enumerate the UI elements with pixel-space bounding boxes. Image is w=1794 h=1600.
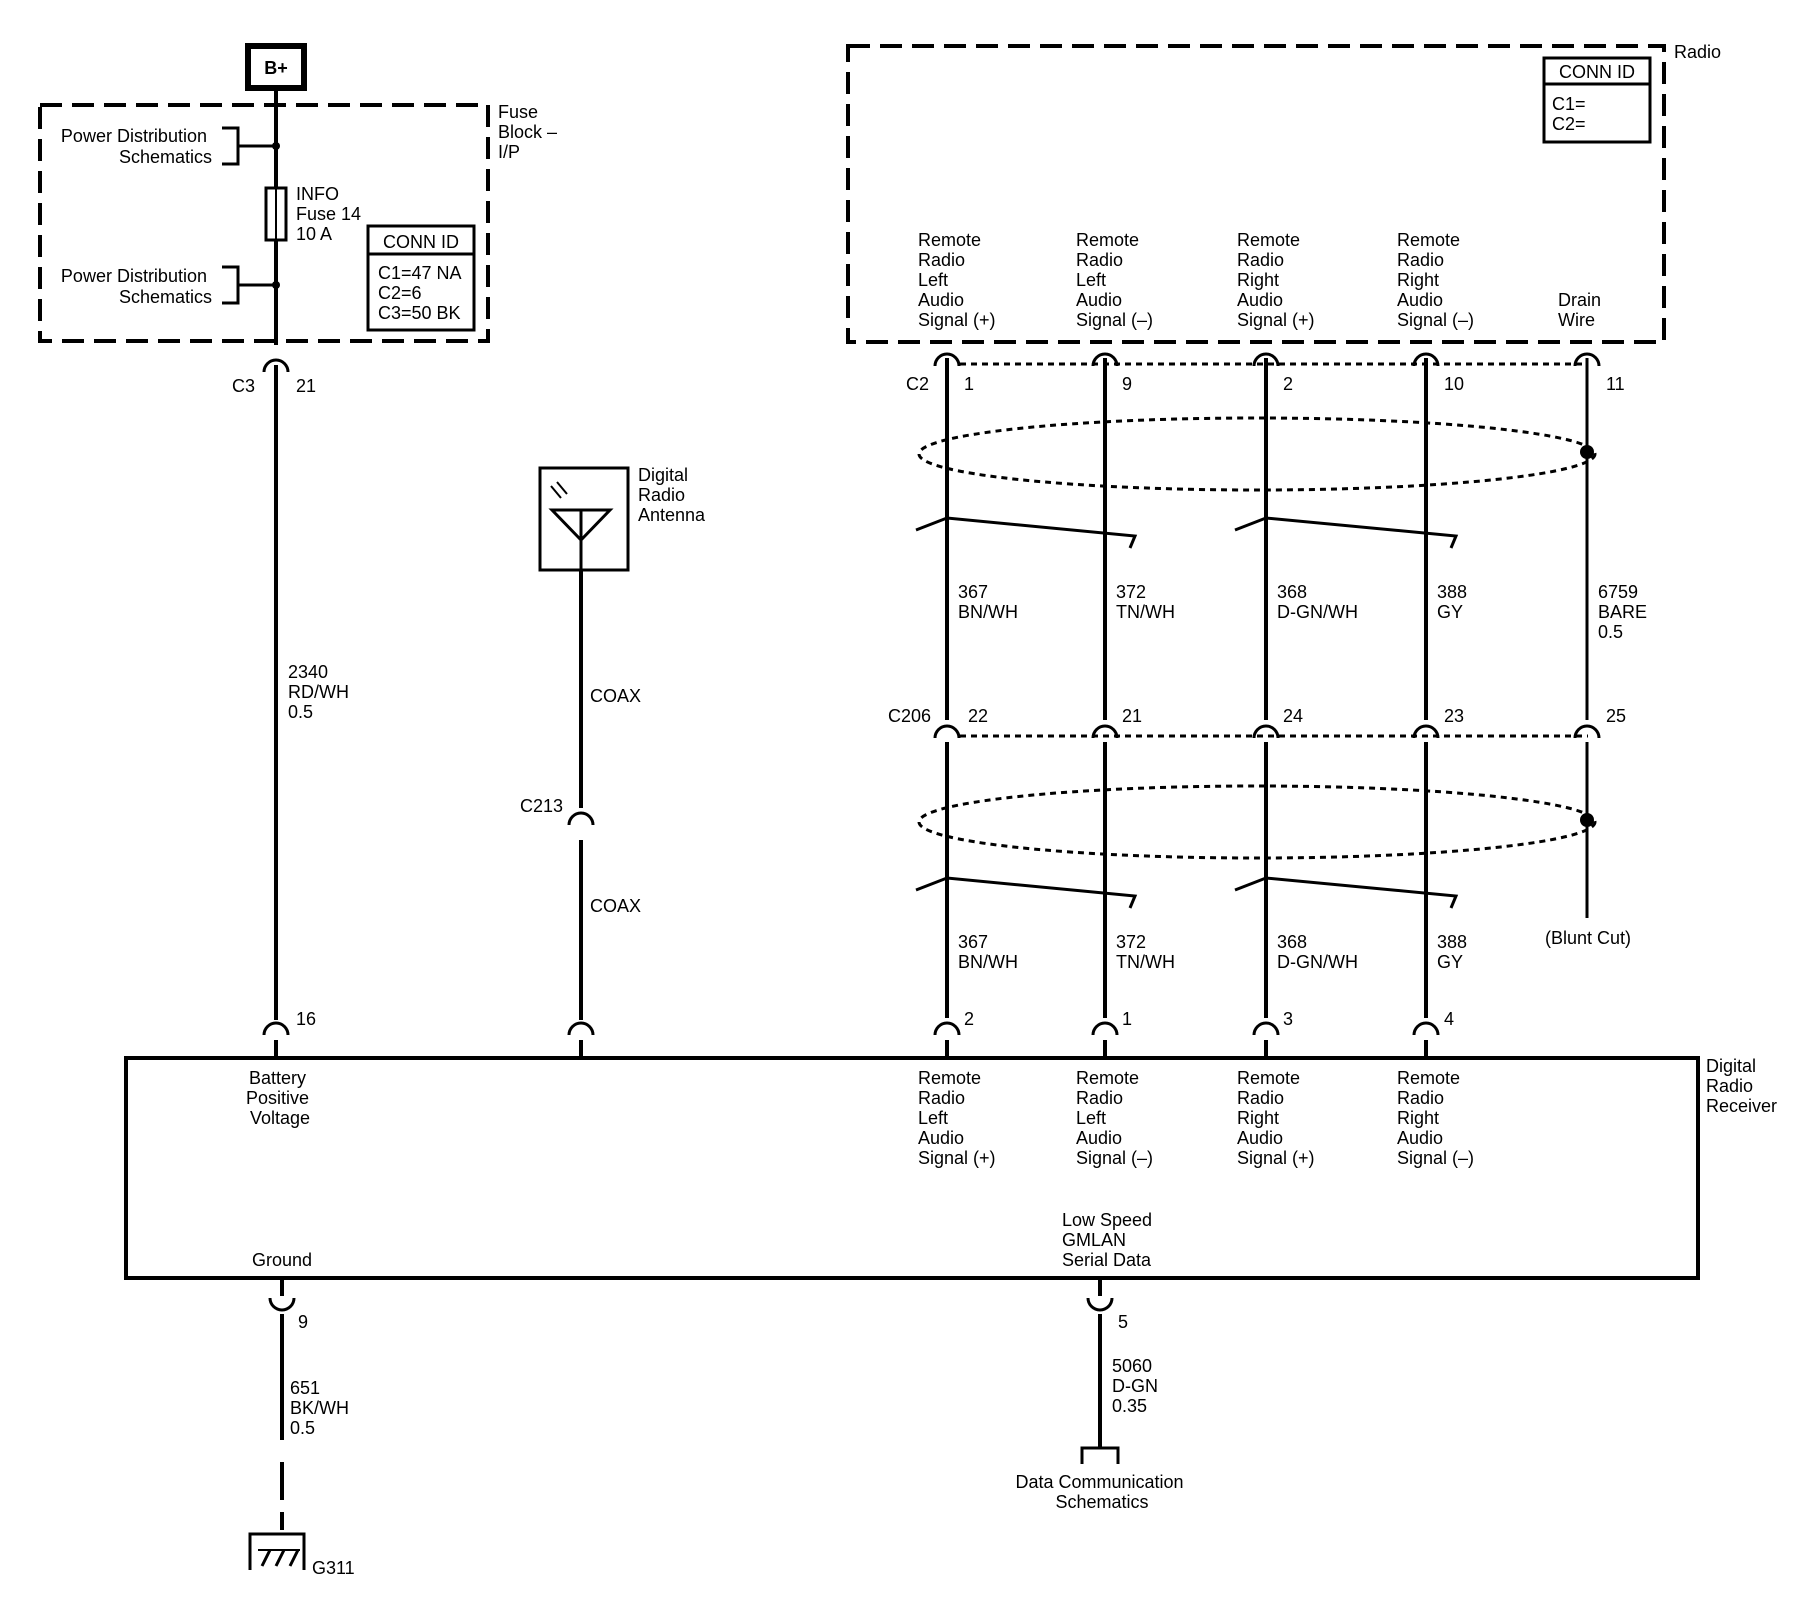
svg-text:25: 25 <box>1606 706 1626 726</box>
connector-c2: C2 1 9 2 10 11 <box>906 352 1625 394</box>
svg-text:C213: C213 <box>520 796 563 816</box>
power-distribution-top[interactable]: Power Distribution Schematics <box>61 126 276 167</box>
svg-text:Power Distribution Sch: Power Distribution Schematics <box>61 126 212 167</box>
ground-circuit: 9 651 BK/WH 0.5 G311 <box>248 1278 355 1578</box>
digital-radio-antenna: Digital Radio Antenna <box>538 465 706 572</box>
svg-text:9: 9 <box>1122 374 1132 394</box>
svg-text:16: 16 <box>296 1009 316 1029</box>
fuse-block-ip: Fuse Block – I/P Power Distribution Sche… <box>38 88 562 345</box>
svg-text:1: 1 <box>964 374 974 394</box>
svg-text:3: 3 <box>1283 1009 1293 1029</box>
svg-text:22: 22 <box>968 706 988 726</box>
lower-wire-run <box>915 742 1597 1018</box>
b-plus-label: B+ <box>264 58 288 78</box>
receiver-data-label: Low Speed GMLAN Serial Data <box>1062 1210 1157 1270</box>
radio-title: Radio <box>1674 42 1721 62</box>
radio-conn-id: CONN ID C1= C2= <box>1542 56 1652 144</box>
data-circuit: 5 5060 D-GN 0.35 Data Communication Sche… <box>1015 1278 1188 1512</box>
fuse-block-conn-id: CONN ID C1=47 NA C2=6 C3=50 BK <box>366 224 476 332</box>
antenna-label: Digital Radio Antenna <box>638 465 706 525</box>
connector-c206: C206 22 21 24 23 25 <box>888 706 1626 739</box>
svg-text:C2: C2 <box>906 374 929 394</box>
svg-text:651 BK/WH 0.5: 651 BK/WH 0.5 <box>290 1378 354 1438</box>
svg-text:23: 23 <box>1444 706 1464 726</box>
power-wire-label: 2340 RD/WH 0.5 <box>288 662 354 722</box>
svg-text:2: 2 <box>1283 374 1293 394</box>
connector-c213: C213 <box>520 796 595 826</box>
coax-label-upper: COAX <box>590 686 641 706</box>
svg-text:2: 2 <box>964 1009 974 1029</box>
svg-text:CONN ID: CONN ID <box>1559 62 1635 82</box>
svg-text:9: 9 <box>298 1312 308 1332</box>
svg-text:10: 10 <box>1444 374 1464 394</box>
power-distribution-bottom[interactable]: Power Distribution Schematics <box>61 265 276 307</box>
coax-label-lower: COAX <box>590 896 641 916</box>
svg-text:1: 1 <box>1122 1009 1132 1029</box>
receiver-input-connectors: 16 2 1 3 4 <box>262 1009 1454 1058</box>
b-plus-terminal: B+ <box>245 43 307 91</box>
connector-c3: C3 21 <box>232 358 316 396</box>
svg-text:21: 21 <box>296 376 316 396</box>
svg-text:Power Distribution Sch: Power Distribution Schematics <box>61 266 212 307</box>
svg-text:21: 21 <box>1122 706 1142 726</box>
svg-text:5: 5 <box>1118 1312 1128 1332</box>
svg-text:C1=47 NA C2=6: C1=47 NA C2=6 C3=50 BK <box>378 263 466 323</box>
blunt-cut-label: (Blunt Cut) <box>1545 928 1631 948</box>
receiver-title: Digital Radio Receiver <box>1706 1056 1777 1116</box>
info-fuse-14: INFO Fuse 14 10 A <box>264 184 366 244</box>
svg-text:24: 24 <box>1283 706 1303 726</box>
chassis-ground-icon <box>248 1532 306 1570</box>
svg-text:C3: C3 <box>232 376 255 396</box>
fuse-block-title: Fuse Block – I/P <box>498 102 562 162</box>
svg-text:C1= C2=: C1= C2= <box>1552 94 1591 134</box>
data-communication-link[interactable]: Data Communication Schematics <box>1015 1472 1188 1512</box>
battery-positive-label: Battery Positive Voltage <box>246 1068 314 1128</box>
receiver-ground-label: Ground <box>252 1250 312 1270</box>
svg-text:CONN ID: CONN ID <box>383 232 459 252</box>
svg-text:G311: G311 <box>312 1558 355 1578</box>
svg-text:4: 4 <box>1444 1009 1454 1029</box>
radio-module: Radio CONN ID C1= C2= <box>846 42 1721 344</box>
svg-text:11: 11 <box>1606 374 1625 394</box>
upper-wire-run <box>915 358 1597 720</box>
digital-radio-receiver: Digital Radio Receiver Battery Positive … <box>124 1056 1777 1280</box>
svg-text:5060 D-GN 0.35: 5060 D-GN 0.35 <box>1112 1356 1163 1416</box>
svg-text:INFO Fuse 14 1: INFO Fuse 14 10 A <box>296 184 366 244</box>
svg-text:C206: C206 <box>888 706 931 726</box>
